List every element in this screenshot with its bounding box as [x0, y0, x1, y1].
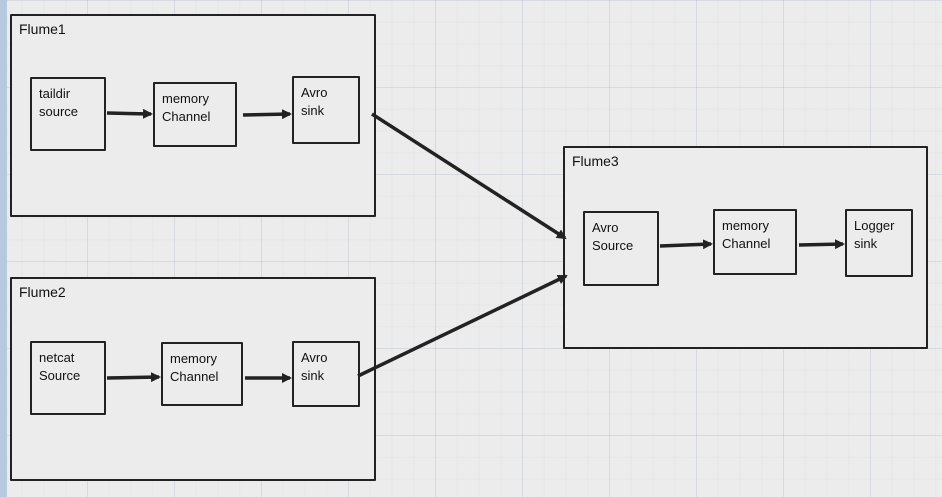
node-label: taildir source	[39, 86, 79, 119]
node-taildir-source[interactable]: taildir source	[30, 77, 106, 151]
node-netcat-source[interactable]: netcat Source	[30, 341, 106, 415]
node-memory-channel-2[interactable]: memory Channel	[161, 342, 243, 406]
edge-arrow	[106, 372, 161, 383]
edge-arrow	[106, 108, 153, 119]
node-avro-sink-1[interactable]: Avro sink	[292, 76, 360, 144]
node-label: memory Channel	[170, 351, 219, 384]
left-panel-strip	[0, 0, 7, 497]
edge-arrow	[242, 109, 292, 120]
edge-arrow	[371, 112, 567, 240]
agent-title-flume3: Flume3	[572, 153, 619, 169]
node-label: memory Channel	[162, 91, 211, 124]
node-label: Avro sink	[301, 85, 328, 118]
node-logger-sink[interactable]: Logger sink	[845, 209, 913, 277]
node-avro-source[interactable]: Avro Source	[583, 211, 659, 286]
node-label: Logger sink	[854, 218, 895, 251]
agent-title-flume2: Flume2	[19, 284, 66, 300]
node-memory-channel-1[interactable]: memory Channel	[153, 82, 237, 147]
edge-arrow	[659, 239, 713, 250]
node-label: Avro Source	[592, 220, 634, 253]
edge-arrow	[357, 274, 568, 378]
node-label: memory Channel	[722, 218, 771, 251]
agent-title-flume1: Flume1	[19, 21, 66, 37]
node-label: Avro sink	[301, 350, 328, 383]
node-memory-channel-3[interactable]: memory Channel	[713, 209, 797, 275]
edge-arrow	[798, 239, 845, 250]
node-label: netcat Source	[39, 350, 81, 383]
